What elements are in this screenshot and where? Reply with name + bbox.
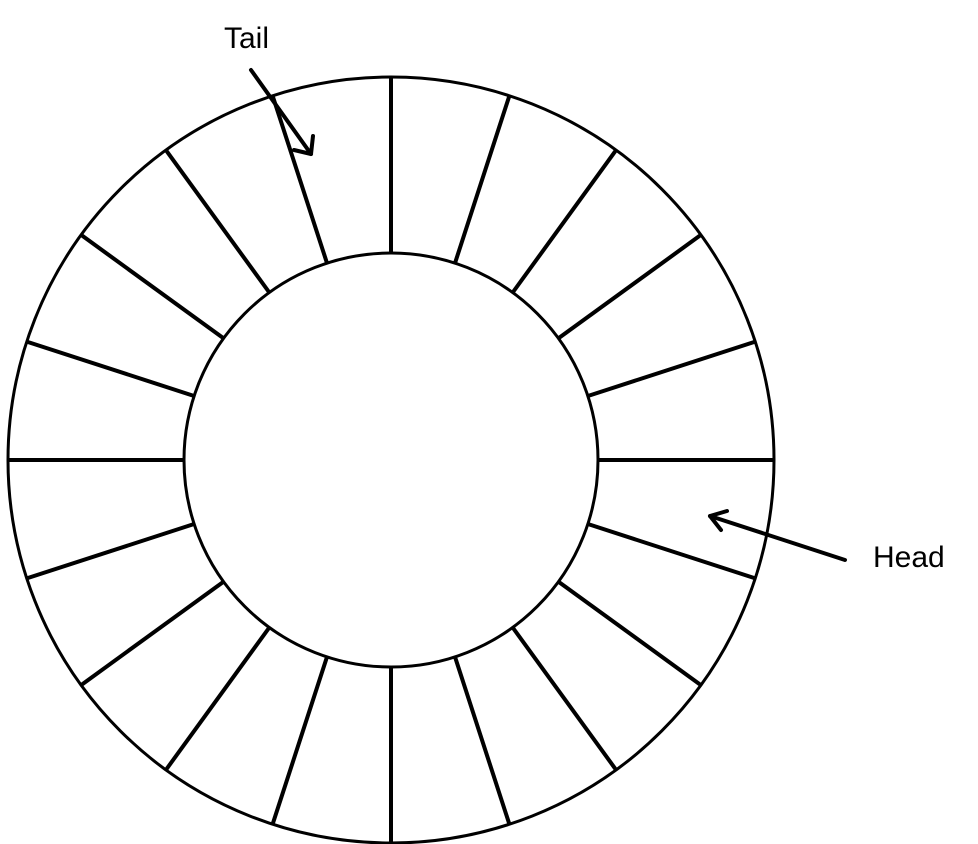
slot-divider — [26, 522, 195, 581]
head-arrow-head — [708, 509, 729, 532]
slot-divider — [587, 339, 756, 398]
tail-arrow-head — [292, 134, 315, 156]
slot-dividers — [8, 77, 774, 843]
slot-divider — [511, 148, 618, 294]
slot-divider — [557, 233, 703, 340]
tail-label: Tail — [224, 22, 269, 55]
slot-divider — [164, 626, 271, 772]
slot-divider — [79, 580, 225, 687]
head-arrow-shaft — [708, 514, 847, 562]
tail-arrow-shaft — [249, 68, 313, 156]
slot-divider — [270, 95, 329, 264]
slot-divider — [453, 95, 512, 264]
slot-divider — [557, 580, 703, 687]
slot-divider — [164, 148, 271, 294]
ring-buffer — [6, 75, 776, 844]
head-label: Head — [873, 541, 945, 574]
head-pointer: Head — [708, 509, 945, 574]
slot-divider — [26, 339, 195, 398]
slot-divider — [270, 656, 329, 825]
slot-divider — [511, 626, 618, 772]
inner-ring — [182, 251, 600, 669]
tail-pointer: Tail — [224, 22, 315, 156]
slot-divider — [79, 233, 225, 340]
slot-divider — [587, 522, 756, 581]
slot-divider — [453, 656, 512, 825]
